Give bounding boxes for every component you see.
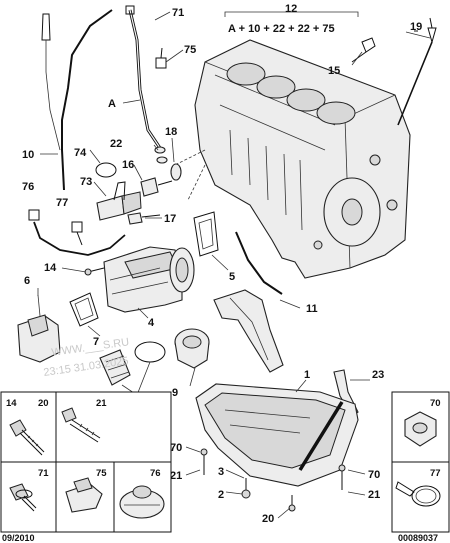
dipstick-tube-A: [125, 5, 162, 149]
gasket-part-5: [193, 211, 219, 257]
sensor-part-17: [127, 212, 161, 225]
callout-17: 17: [164, 213, 176, 225]
oring-part-74: [95, 162, 117, 178]
callout-70-left: 70: [170, 442, 182, 454]
callout-A: A: [108, 98, 116, 110]
callout-19: 19: [410, 21, 422, 33]
panel-label-71: 71: [38, 468, 49, 479]
callout-4: 4: [148, 317, 155, 329]
panel-label-14: 14: [6, 398, 17, 409]
callout-74: 74: [74, 147, 87, 159]
callout-23: 23: [372, 369, 384, 381]
callout-3: 3: [218, 466, 224, 478]
bolt-14-20-picture: [9, 419, 45, 456]
adapter-part-73: [96, 181, 142, 221]
oil-pump-pickup-part-11: [213, 231, 284, 373]
callout-labels: 71 75 12 A + 10 + 22 + 22 + 75 19 15 A 1…: [22, 3, 422, 525]
panel-label-70: 70: [430, 398, 441, 409]
callout-18: 18: [165, 126, 177, 138]
callout-9: 9: [172, 387, 178, 399]
callout-76: 76: [22, 181, 34, 193]
footer-date: 09/2010: [2, 533, 35, 543]
panel-label-77: 77: [430, 468, 441, 479]
callout-16: 16: [122, 159, 134, 171]
harness-76-77: [28, 47, 167, 256]
callout-15: 15: [328, 65, 340, 77]
gasket-part-7: [69, 292, 99, 327]
panel-label-76: 76: [150, 468, 161, 479]
callout-71: 71: [172, 7, 184, 19]
clamp-77-picture: [395, 481, 441, 507]
footer-code: 00089037: [398, 533, 438, 543]
sensor-part-16: [140, 177, 173, 197]
fastener-panel-left: 14 20 21 71 75 76: [0, 391, 172, 533]
dipstick-part-19: [397, 17, 437, 126]
callout-21-right: 21: [368, 489, 380, 501]
panel-label-21: 21: [96, 398, 107, 409]
callout-21-left: 21: [170, 470, 182, 482]
callout-7: 7: [93, 336, 99, 348]
callout-2: 2: [218, 489, 224, 501]
callout-10: 10: [22, 149, 34, 161]
callout-1: 1: [304, 369, 310, 381]
oil-sump-part-1: [195, 383, 359, 487]
callout-5: 5: [229, 271, 235, 283]
callout-20: 20: [262, 513, 274, 525]
callout-6: 6: [24, 275, 30, 287]
filter-cap-part-9: [174, 328, 210, 369]
seals-part-22: [154, 146, 168, 164]
oil-cooler-part-6: [17, 294, 61, 363]
callout-formula: A + 10 + 22 + 22 + 75: [228, 23, 335, 35]
stud-21-picture: [61, 407, 101, 443]
callout-14: 14: [44, 262, 57, 274]
seal-part-18: [170, 163, 182, 181]
cap-76-picture: [119, 485, 165, 519]
breather-part-15: [351, 37, 376, 63]
callout-12: 12: [285, 3, 297, 15]
leader-lines: [37, 11, 431, 519]
oil-filter-part-8: [99, 341, 166, 386]
oil-filter-housing-part-4: [84, 246, 195, 313]
callout-11: 11: [306, 303, 318, 315]
nut-70-picture: [404, 411, 437, 447]
wiring-harness-part-10: [41, 9, 113, 191]
callout-73: 73: [80, 176, 92, 188]
panel-label-20: 20: [38, 398, 49, 409]
sump-screws: [200, 448, 346, 512]
engine-block: [174, 39, 411, 279]
clip-75-picture: [65, 477, 103, 513]
callout-75: 75: [184, 44, 196, 56]
panel-label-75: 75: [96, 468, 107, 479]
callout-77: 77: [56, 197, 68, 209]
bolt-71-picture: [9, 483, 37, 512]
fastener-panel-right: 70 77: [391, 391, 450, 533]
callout-22: 22: [110, 138, 122, 150]
callout-70-right: 70: [368, 469, 380, 481]
